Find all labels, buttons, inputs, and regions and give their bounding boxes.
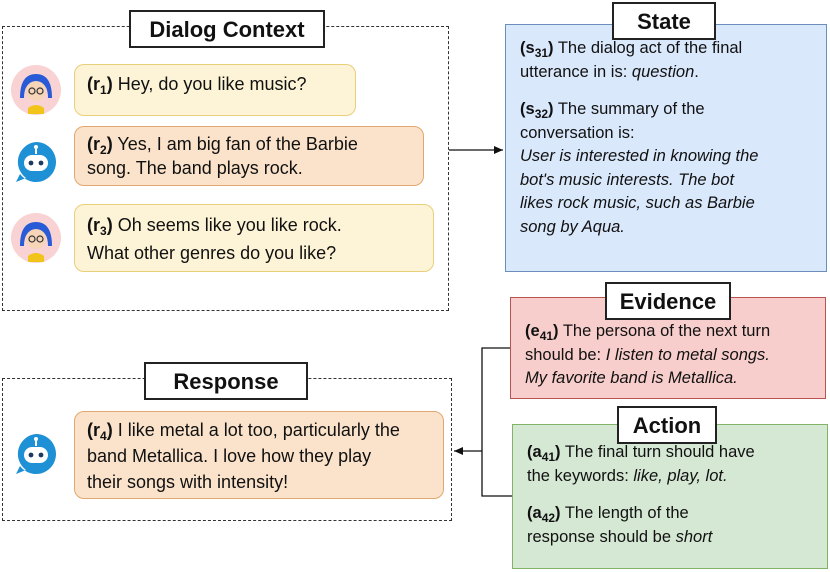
user-avatar-icon bbox=[11, 65, 61, 115]
user-avatar-icon bbox=[11, 213, 61, 263]
action-id: a bbox=[532, 443, 542, 461]
evidence-id-sub: 41 bbox=[539, 329, 554, 343]
state-id: s bbox=[525, 100, 535, 118]
s31-line1: The dialog act of the final bbox=[557, 39, 743, 57]
turn-r3-text-line2: What other genres do you like? bbox=[87, 243, 337, 263]
evidence-panel: (e41) The persona of the next turn shoul… bbox=[510, 297, 826, 399]
s31-period: . bbox=[694, 62, 699, 81]
a42-line1: The length of the bbox=[564, 504, 689, 522]
s31-line2: utterance in is: bbox=[520, 62, 632, 81]
response-text-line2: band Metallica. I love how they play bbox=[87, 446, 372, 466]
turn-id: r bbox=[93, 215, 101, 235]
turn-id-sub: 4 bbox=[100, 429, 107, 443]
turn-r1-bubble: (r1) Hey, do you like music? bbox=[74, 64, 356, 116]
a42-line2: response should be bbox=[527, 527, 676, 546]
response-text-line1: I like metal a lot too, particularly the bbox=[117, 420, 400, 440]
response-title: Response bbox=[144, 362, 308, 400]
e41-line2: should be: bbox=[525, 345, 606, 364]
state-panel: (s31) The dialog act of the final uttera… bbox=[505, 24, 827, 272]
s32-summary-line3: likes rock music, such as Barbie bbox=[520, 194, 755, 212]
turn-r2-text-line1: Yes, I am big fan of the Barbie bbox=[117, 134, 358, 154]
robot-chat-icon bbox=[16, 434, 56, 474]
state-id-sub: 32 bbox=[534, 107, 549, 121]
response-text-line3: their songs with intensity! bbox=[87, 472, 289, 492]
turn-r2-bubble: (r2) Yes, I am big fan of the Barbie son… bbox=[74, 126, 424, 186]
turn-id: r bbox=[93, 134, 101, 154]
s32-line1: The summary of the bbox=[557, 100, 705, 118]
turn-r2-text-line2: song. The band plays rock. bbox=[87, 158, 303, 178]
turn-id-sub: 3 bbox=[100, 224, 107, 238]
s31-dialog-act: question bbox=[631, 62, 695, 81]
e41-line1: The persona of the next turn bbox=[562, 322, 771, 340]
action-title: Action bbox=[617, 406, 717, 444]
state-id-sub: 31 bbox=[534, 46, 549, 60]
e41-line3: My favorite band is Metallica. bbox=[525, 369, 738, 387]
evidence-id: e bbox=[530, 322, 540, 340]
a41-line2: the keywords: bbox=[527, 466, 634, 485]
s32-line2: conversation is: bbox=[520, 123, 635, 142]
turn-r3-text-line1: Oh seems like you like rock. bbox=[117, 215, 342, 235]
action-panel: (a41) The final turn should have the key… bbox=[512, 424, 828, 569]
s32-summary-line2: bot's music interests. The bot bbox=[520, 170, 735, 189]
s32-summary-line1: User is interested in knowing the bbox=[520, 147, 759, 165]
a41-keywords: like, play, lot. bbox=[633, 466, 728, 485]
state-title: State bbox=[612, 2, 716, 40]
response-r4-bubble: (r4) I like metal a lot too, particularl… bbox=[74, 411, 444, 499]
s32-summary-line4: song by Aqua. bbox=[520, 217, 625, 236]
turn-r3-bubble: (r3) Oh seems like you like rock. What o… bbox=[74, 204, 434, 272]
turn-r1-text: Hey, do you like music? bbox=[117, 74, 307, 94]
e41-persona: I listen to metal songs. bbox=[605, 345, 770, 364]
action-id-sub: 41 bbox=[541, 450, 556, 464]
action-id: a bbox=[532, 504, 542, 522]
turn-id-sub: 2 bbox=[100, 143, 107, 157]
a42-length: short bbox=[675, 527, 713, 546]
action-id-sub: 42 bbox=[541, 511, 556, 525]
state-id: s bbox=[525, 39, 535, 57]
dialog-context-title: Dialog Context bbox=[129, 10, 325, 48]
evidence-to-response-connector bbox=[481, 347, 510, 451]
turn-id: r bbox=[93, 420, 101, 440]
robot-chat-icon bbox=[16, 142, 56, 182]
turn-id-sub: 1 bbox=[100, 83, 107, 97]
a41-line1: The final turn should have bbox=[564, 443, 755, 461]
evidence-title: Evidence bbox=[605, 282, 731, 320]
action-to-response-connector bbox=[481, 451, 512, 497]
turn-id: r bbox=[93, 74, 101, 94]
